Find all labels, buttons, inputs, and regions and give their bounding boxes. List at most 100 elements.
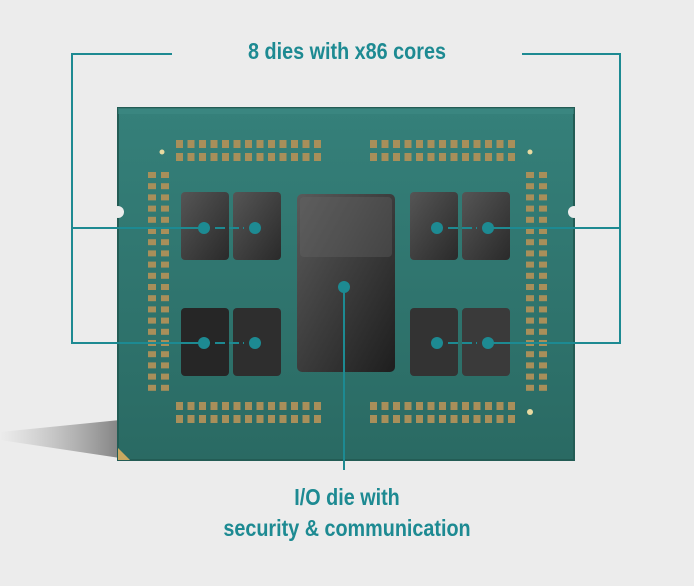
contact-pad: [404, 140, 412, 148]
contact-pad: [526, 328, 534, 335]
contact-pad: [496, 402, 504, 410]
contact-pad: [416, 402, 423, 410]
contact-pad: [161, 384, 169, 391]
contact-pad: [416, 153, 423, 161]
contact-pad: [393, 140, 400, 148]
contact-pad: [485, 402, 492, 410]
contact-pad: [176, 140, 183, 148]
contact-pad: [161, 351, 169, 358]
contact-pad: [148, 306, 156, 313]
contact-pad: [539, 306, 547, 313]
contact-pad: [416, 415, 423, 423]
contact-pad: [187, 153, 195, 161]
contact-pad: [161, 317, 169, 324]
contact-pad: [539, 328, 547, 335]
contact-pad: [539, 362, 547, 369]
contact-pad: [526, 228, 534, 234]
contact-pad: [526, 306, 534, 313]
contact-pad: [161, 261, 169, 268]
contact-pad: [176, 415, 183, 423]
contact-pad: [291, 415, 298, 423]
contact-pad: [291, 153, 298, 161]
contact-pad: [526, 172, 534, 178]
contact-pad: [161, 362, 169, 369]
contact-pad: [393, 153, 400, 161]
contact-pad: [256, 402, 264, 410]
callout-dot-die-6: [482, 222, 494, 234]
io-die-label-line2: security & communication: [223, 515, 471, 541]
contact-pad: [526, 250, 534, 257]
contact-pad: [161, 306, 169, 313]
contact-pad: [450, 402, 458, 410]
contact-pad: [526, 205, 534, 212]
contact-pad: [148, 384, 156, 391]
contact-pad: [161, 183, 169, 190]
contact-pad: [302, 140, 310, 148]
contact-pad: [508, 153, 515, 161]
contact-pad: [439, 415, 446, 423]
contact-pad: [268, 402, 275, 410]
contact-pad: [539, 228, 547, 234]
contact-pad: [148, 250, 156, 257]
contact-pad: [450, 140, 458, 148]
contact-pad: [539, 295, 547, 302]
substrate-notch-right: [568, 206, 580, 218]
callout-dot-die-8: [482, 337, 494, 349]
contact-pad: [148, 295, 156, 302]
contact-pad: [161, 328, 169, 335]
contact-pad: [210, 153, 218, 161]
contact-pad: [148, 272, 156, 279]
contact-pad: [222, 415, 229, 423]
contact-pad: [210, 402, 218, 410]
contact-pad: [462, 415, 469, 423]
contact-pad: [462, 153, 469, 161]
contact-pad: [393, 402, 400, 410]
contact-pad: [161, 250, 169, 257]
package-shadow: [0, 420, 120, 458]
contact-pad: [450, 415, 458, 423]
contact-pad: [370, 402, 377, 410]
contact-pad: [539, 284, 547, 290]
contact-pad: [473, 415, 481, 423]
contact-pad: [539, 272, 547, 279]
contact-pad: [222, 402, 229, 410]
contact-pad: [370, 140, 377, 148]
contact-pad: [268, 415, 275, 423]
contact-pad: [148, 172, 156, 178]
contact-pad: [302, 402, 310, 410]
contact-pad: [526, 239, 534, 246]
contact-pad: [473, 153, 481, 161]
contact-pad: [427, 402, 435, 410]
contact-pad: [496, 415, 504, 423]
contact-pad: [279, 402, 287, 410]
contact-pads: [148, 140, 547, 423]
callout-lines: [71, 53, 621, 470]
contact-pad: [233, 402, 241, 410]
contact-pad: [485, 153, 492, 161]
contact-pad: [161, 272, 169, 279]
contact-pad: [148, 216, 156, 223]
contact-pad: [148, 205, 156, 212]
contact-pad: [526, 261, 534, 268]
contact-pad: [256, 415, 264, 423]
contact-pad: [526, 295, 534, 302]
contact-pad: [148, 239, 156, 246]
contact-pad: [279, 415, 287, 423]
contact-pad: [393, 415, 400, 423]
contact-pad: [526, 183, 534, 190]
contact-pad: [539, 172, 547, 178]
contact-pad: [496, 153, 504, 161]
contact-pad: [302, 153, 310, 161]
contact-pad: [462, 140, 469, 148]
contact-pad: [381, 153, 389, 161]
contact-pad: [462, 402, 469, 410]
contact-pad: [187, 140, 195, 148]
contact-pad: [199, 153, 206, 161]
contact-pad: [161, 205, 169, 212]
die-pair-connectors: [215, 227, 477, 344]
contact-pad: [526, 272, 534, 279]
contact-pad: [539, 239, 547, 246]
contact-pad: [268, 153, 275, 161]
contact-pad: [439, 153, 446, 161]
